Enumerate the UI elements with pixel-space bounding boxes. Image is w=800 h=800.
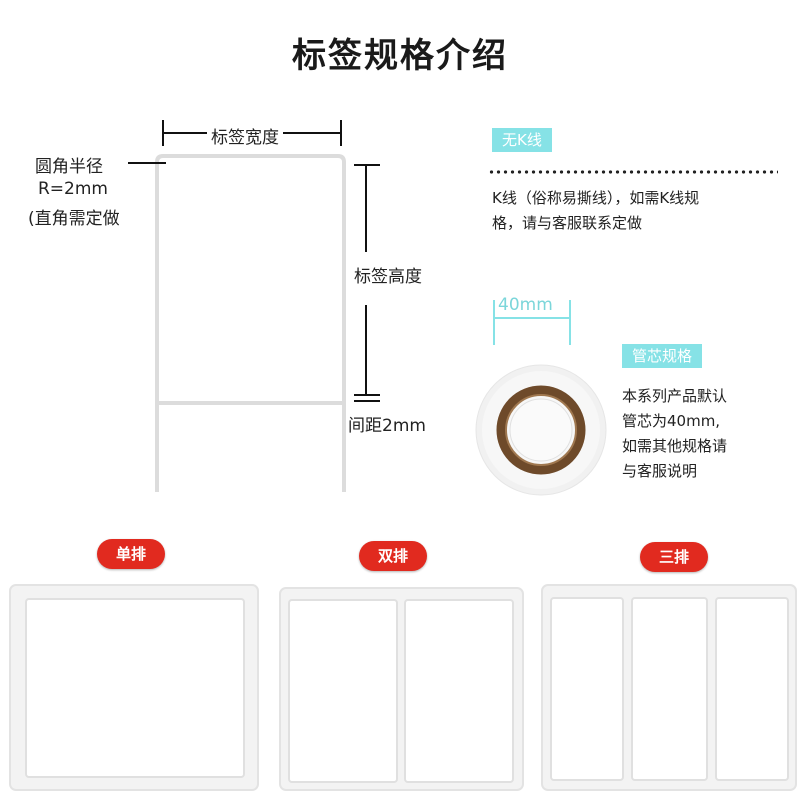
core-desc-line3: 如需其他规格请	[622, 437, 728, 455]
corner-radius-label: 圆角半径	[35, 157, 103, 177]
layout-single-row	[9, 584, 259, 791]
layout-triple-row	[541, 584, 797, 791]
page-title: 标签规格介绍	[292, 36, 508, 76]
dotted-k-line	[488, 170, 778, 174]
height-label: 标签高度	[354, 267, 422, 287]
corner-custom-note: (直角需定做	[28, 209, 120, 229]
gap-label: 间距2mm	[348, 416, 426, 436]
paper-core	[496, 385, 586, 475]
core-size-label: 40mm	[498, 295, 553, 315]
single-row-pill: 单排	[97, 539, 165, 569]
k-line-desc-line1: K线（俗称易撕线），如需K线规	[492, 189, 700, 207]
corner-radius-value: R=2mm	[38, 179, 108, 199]
core-desc-line2: 管芯为40mm,	[622, 412, 721, 430]
core-desc-line4: 与客服说明	[622, 462, 698, 480]
k-line-desc-line2: 格，请与客服联系定做	[492, 214, 643, 232]
core-desc-line1: 本系列产品默认	[622, 387, 728, 405]
k-line-tag: 无K线	[492, 128, 552, 152]
triple-row-pill: 三排	[640, 542, 708, 572]
core-tag: 管芯规格	[622, 344, 703, 368]
double-row-pill: 双排	[359, 541, 427, 571]
label-outline	[155, 154, 346, 492]
layout-double-row	[279, 587, 524, 791]
width-label: 标签宽度	[207, 123, 283, 148]
